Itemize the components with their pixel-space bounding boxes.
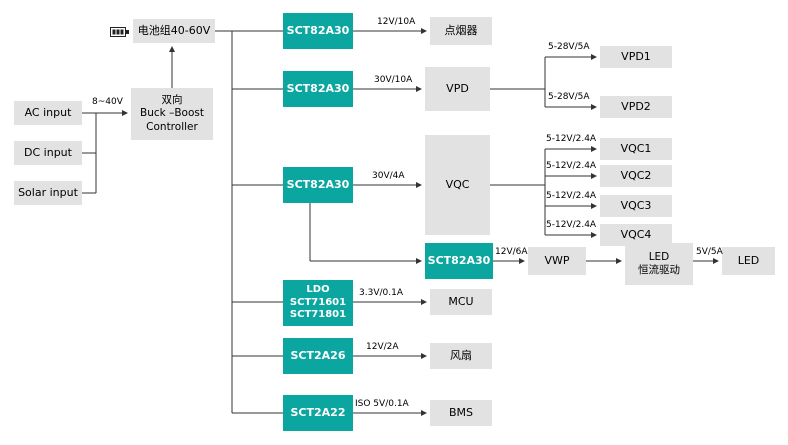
node-sct82a30-vpd: SCT82A30	[283, 71, 353, 107]
node-ac-input: AC input	[14, 101, 82, 125]
edge-label-bms: ISO 5V/0.1A	[355, 399, 409, 409]
node-led-driver: LED 恒流驱动	[625, 243, 693, 285]
edge-label-cigar: 12V/10A	[377, 17, 416, 27]
node-solar-input: Solar input	[14, 181, 82, 205]
node-vwp: VWP	[528, 247, 586, 275]
node-cigarette-lighter: 点烟器	[430, 17, 492, 45]
edge-label-mcu: 3.3V/0.1A	[359, 288, 403, 298]
node-fan: 风扇	[430, 343, 492, 369]
edge-label-vwp: 12V/6A	[495, 247, 528, 257]
node-bms: BMS	[430, 400, 492, 426]
node-vpd: VPD	[425, 67, 490, 111]
node-ldo-sct71601-sct71801: LDO SCT71601 SCT71801	[283, 280, 353, 326]
node-dc-input: DC input	[14, 141, 82, 165]
node-sct82a30-vwp: SCT82A30	[425, 243, 493, 279]
edge-label-vpd1: 5-28V/5A	[548, 42, 590, 52]
edge-label-vpd2: 5-28V/5A	[548, 92, 590, 102]
node-vqc2: VQC2	[600, 165, 672, 187]
edge-label-vqc1: 5-12V/2.4A	[546, 134, 597, 144]
edge-label-vqc3: 5-12V/2.4A	[546, 191, 597, 201]
node-vqc3: VQC3	[600, 195, 672, 217]
node-sct82a30-cigar: SCT82A30	[283, 13, 353, 49]
edge-label-led: 5V/5A	[696, 247, 723, 257]
node-battery-pack: 电池组40-60V	[133, 19, 215, 43]
node-buck-boost-controller: 双向 Buck –Boost Controller	[131, 88, 213, 140]
node-vpd2: VPD2	[600, 96, 672, 118]
node-mcu: MCU	[430, 289, 492, 315]
node-vpd1: VPD1	[600, 46, 672, 68]
edge-label-fan: 12V/2A	[366, 342, 399, 352]
node-sct82a30-vqc: SCT82A30	[283, 167, 353, 203]
edge-label-vpd: 30V/10A	[374, 75, 413, 85]
node-sct2a22: SCT2A22	[283, 395, 353, 431]
node-sct2a26: SCT2A26	[283, 338, 353, 374]
edge-label-vqc2: 5-12V/2.4A	[546, 161, 597, 171]
edge-label-vqc: 30V/4A	[372, 171, 405, 181]
node-vqc: VQC	[425, 135, 490, 235]
node-vqc1: VQC1	[600, 138, 672, 160]
battery-icon	[110, 24, 130, 43]
node-led: LED	[722, 247, 775, 275]
node-vqc4: VQC4	[600, 224, 672, 246]
edge-label-input-voltage: 8~40V	[92, 97, 123, 107]
edge-label-vqc4: 5-12V/2.4A	[546, 220, 597, 230]
